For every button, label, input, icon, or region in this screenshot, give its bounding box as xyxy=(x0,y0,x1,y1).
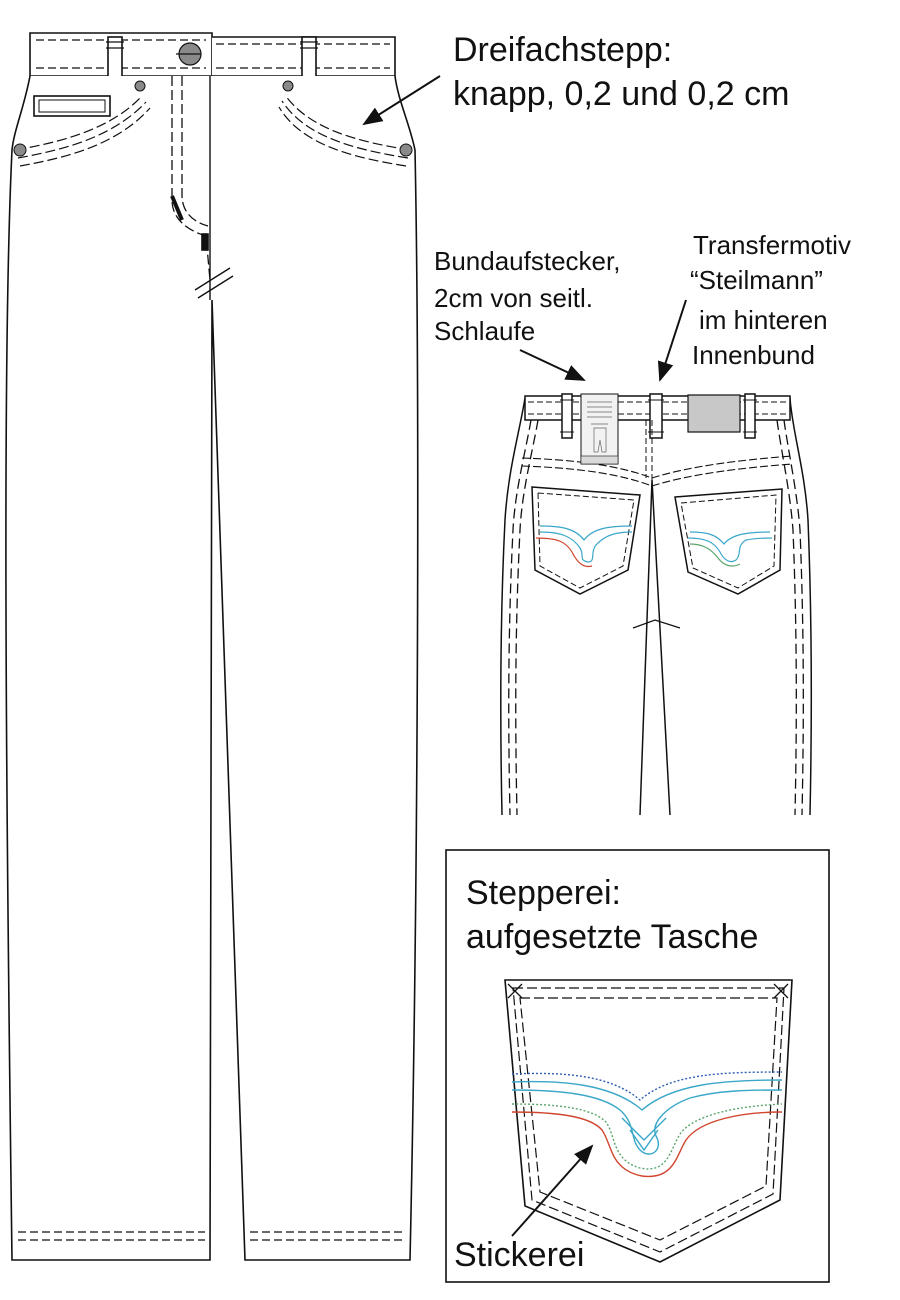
back-side-stitch xyxy=(508,419,804,816)
detail-embroidery xyxy=(511,1071,783,1178)
back-pocket-embroidery xyxy=(535,525,773,568)
rivet-icon xyxy=(399,143,413,157)
front-pocket-left xyxy=(15,95,151,167)
crotch-tick xyxy=(194,267,234,299)
fly-bartack xyxy=(170,195,184,221)
transfer-label-line3: im hinteren xyxy=(699,305,828,335)
waistband-tag-label-line1: Bundaufstecker, xyxy=(434,246,621,276)
center-back-seam xyxy=(645,420,653,480)
transfer-label-line4: Innenbund xyxy=(692,340,815,370)
front-view xyxy=(5,32,419,1261)
waistband-tag-label-line3: Schlaufe xyxy=(434,316,536,346)
front-pocket-right xyxy=(278,94,411,167)
back-yoke xyxy=(521,455,793,487)
annotation-arrows xyxy=(362,75,687,1237)
coin-pocket xyxy=(33,95,111,117)
tag-arrow xyxy=(519,349,586,381)
front-waistband xyxy=(29,32,396,77)
back-pocket-right xyxy=(674,488,783,595)
stitching-detail-title: Stepperei: xyxy=(466,874,621,912)
rivet-icon xyxy=(282,80,294,92)
front-leg-outline xyxy=(5,75,419,1261)
detail-pocket xyxy=(504,979,793,1263)
crotch-mark xyxy=(632,619,681,629)
back-view xyxy=(500,393,813,816)
waistband-tag xyxy=(580,393,619,465)
fly-bartack-bottom xyxy=(201,233,209,251)
triple-stitch-label: Dreifachstepp: xyxy=(453,31,673,69)
waistband-tag-label-line2: 2cm von seitl. xyxy=(434,283,593,313)
transfer-label-line2: “Steilmann” xyxy=(690,265,823,295)
back-leg-outline xyxy=(500,397,813,816)
triple-stitch-spec: knapp, 0,2 und 0,2 cm xyxy=(453,75,790,113)
triple-stitch-arrow xyxy=(362,75,441,126)
brand-patch xyxy=(687,394,741,433)
detail-frame xyxy=(445,849,830,1283)
rivet-icon xyxy=(134,80,146,92)
transfer-label-line1: Transfermotiv xyxy=(693,230,851,260)
back-belt-loops xyxy=(560,393,757,439)
rivet-icon xyxy=(13,143,27,157)
embroidery-arrow xyxy=(511,1144,594,1237)
transfer-arrow xyxy=(657,299,687,382)
stitching-detail-subtitle: aufgesetzte Tasche xyxy=(466,918,759,956)
embroidery-label: Stickerei xyxy=(454,1236,585,1274)
back-pocket-left xyxy=(531,486,641,595)
front-hardware xyxy=(13,42,413,157)
